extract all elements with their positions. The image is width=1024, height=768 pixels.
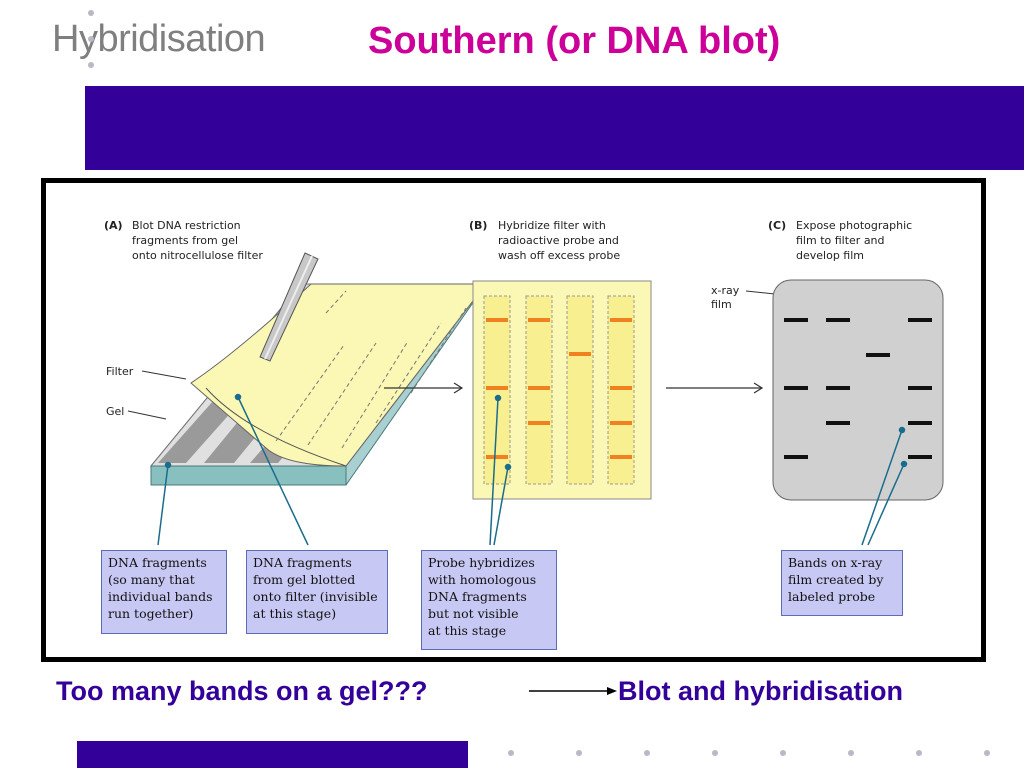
panel-c-line-1: Expose photographic — [796, 219, 912, 232]
callout-probe: Probe hybridizes with homologous DNA fra… — [421, 550, 557, 650]
caption-answer: Blot and hybridisation — [618, 676, 904, 706]
panel-b-letter: (B) — [469, 219, 487, 232]
label-filter: Filter — [106, 365, 134, 378]
section-title: Hybridisation — [52, 18, 266, 60]
callout-bands: Bands on x-ray film created by labeled p… — [781, 550, 903, 616]
panel-b-line-1: Hybridize filter with — [498, 219, 606, 232]
figure-diagram: (A) Blot DNA restriction fragments from … — [104, 219, 944, 546]
panel-a-line-3: onto nitrocellulose filter — [132, 249, 263, 262]
panel-a-letter: (A) — [104, 219, 123, 232]
panel-b-line-2: radioactive probe and — [498, 234, 619, 247]
label-xray-1: x-ray — [711, 284, 740, 297]
southern-blot-figure: (A) Blot DNA restriction fragments from … — [41, 178, 986, 662]
panel-a-line-2: fragments from gel — [132, 234, 238, 247]
right-arrow-icon — [666, 382, 764, 394]
right-arrow-icon — [384, 382, 464, 394]
label-gel: Gel — [106, 405, 124, 418]
panel-a-line-1: Blot DNA restriction — [132, 219, 241, 232]
callout-filter-fragments: DNA fragments from gel blotted onto filt… — [246, 550, 388, 634]
hybridized-filter — [472, 280, 652, 500]
panel-b-line-3: wash off excess probe — [498, 249, 620, 262]
callout-gel-fragments: DNA fragments (so many that individual b… — [101, 550, 227, 634]
panel-c-line-3: develop film — [796, 249, 864, 262]
filter-sheet — [190, 283, 488, 467]
panel-c-letter: (C) — [768, 219, 786, 232]
slide-title: Southern (or DNA blot) — [368, 20, 781, 62]
xray-film — [772, 279, 944, 501]
footer-bar — [77, 741, 468, 768]
label-xray-2: film — [711, 298, 732, 311]
panel-c-line-2: film to filter and — [796, 234, 885, 247]
pipette-icon — [259, 252, 319, 362]
caption-question: Too many bands on a gel??? — [56, 676, 428, 706]
pointer-lines — [157, 393, 908, 546]
right-arrow-icon — [529, 687, 617, 695]
title-banner — [85, 86, 1024, 170]
